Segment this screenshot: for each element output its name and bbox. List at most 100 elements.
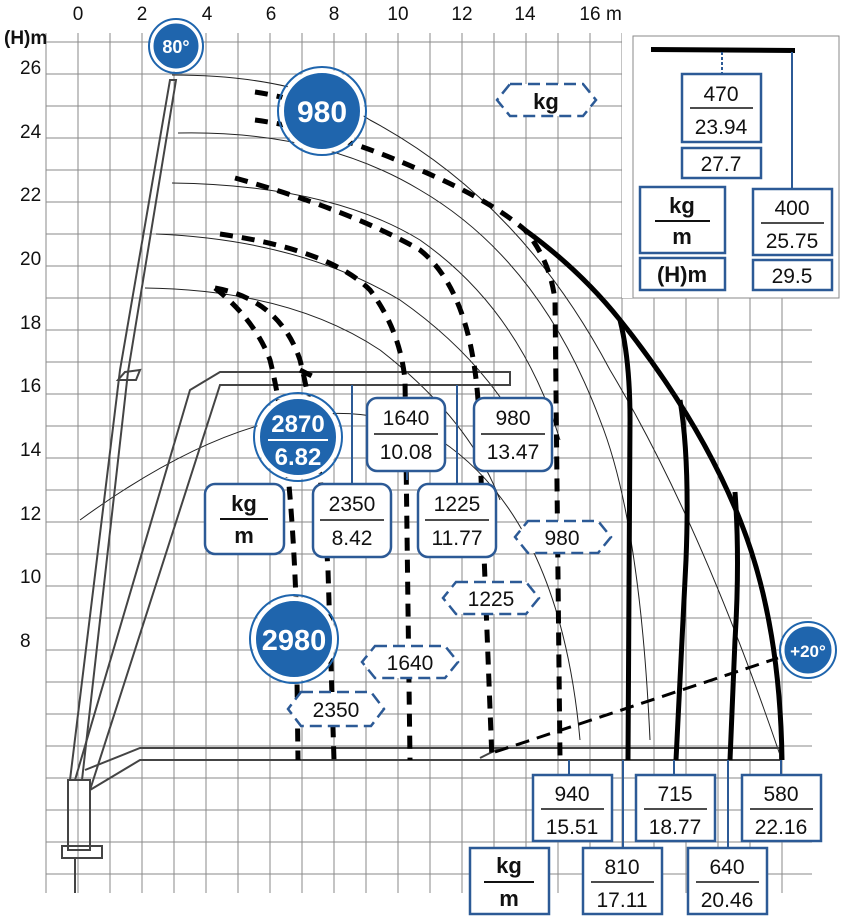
ext-box: 940 15.51 — [531, 773, 614, 843]
inset-diagram: 470 23.94 27.7 kg m (H)m 400 25.75 29.5 — [638, 47, 834, 292]
hex-label: 980 — [513, 519, 613, 555]
bottom-load-badge: 2980 — [249, 594, 339, 684]
x-tick: 0 — [73, 4, 84, 25]
hex-outline — [360, 644, 460, 680]
x-unit: m — [606, 4, 622, 25]
load-kg: 640 — [709, 856, 744, 879]
solid-curves — [523, 227, 785, 761]
reach-m: 11.77 — [432, 527, 483, 550]
reach-m: 22.16 — [755, 816, 808, 839]
hex-label: 2350 — [286, 690, 386, 728]
x-tick: 10 — [387, 4, 408, 25]
y-tick: 26 — [20, 58, 41, 79]
x-tick: 14 — [514, 4, 536, 25]
outer-envelope — [523, 227, 785, 761]
y-tick: 10 — [20, 567, 41, 588]
inset-legend-box — [638, 256, 727, 292]
reach-m: 15.51 — [546, 816, 599, 839]
angle-min: +20° — [790, 642, 826, 661]
badge-ring — [249, 594, 339, 684]
x-tick: 2 — [137, 4, 148, 25]
load-kg: 940 — [554, 783, 589, 806]
y-tick: 8 — [20, 631, 31, 652]
inset-right-kg: 400 — [774, 197, 809, 220]
kg-m-legend-bottom: kg m — [468, 846, 551, 916]
box-frame — [531, 773, 614, 843]
x-tick: 8 — [329, 4, 340, 25]
solid-curve — [727, 491, 740, 761]
box-frame — [581, 846, 664, 916]
inset-right-h: 29.5 — [772, 265, 813, 288]
legend-kg: kg — [533, 89, 559, 114]
ext-box: 810 17.11 — [581, 846, 664, 916]
x-tick: 12 — [451, 4, 472, 25]
kg-m-legend: kg m — [203, 482, 286, 556]
y-tick: 14 — [20, 440, 42, 461]
solid-curve — [617, 319, 633, 761]
y-tick: 22 — [20, 185, 41, 206]
inset-left-m: 23.94 — [695, 116, 748, 139]
hex-value: 980 — [544, 527, 579, 550]
inset-unit-m: m — [672, 224, 692, 249]
badge-circle — [781, 623, 835, 677]
solid-curve — [673, 399, 690, 761]
hex-value: 2350 — [313, 699, 360, 722]
badge-ring — [253, 392, 343, 482]
x-tick: 16 — [579, 4, 600, 25]
badge-ring — [148, 18, 204, 74]
badge-ring — [277, 66, 367, 156]
bottom-load: 2980 — [262, 625, 327, 657]
legend-unit-m: m — [499, 886, 519, 911]
legend-unit-kg: kg — [231, 491, 257, 516]
angle-max: 80° — [162, 37, 189, 57]
badge-ring — [779, 621, 837, 679]
hex-outline — [495, 82, 598, 118]
callout-lines — [351, 385, 782, 848]
legend-unit-m: m — [234, 523, 254, 548]
inset-boom — [651, 47, 795, 53]
y-tick: 16 — [20, 376, 41, 397]
crane-column — [67, 779, 91, 851]
load-kg: 1225 — [434, 493, 481, 516]
ext-box: 715 18.77 — [634, 773, 717, 843]
load-kg: 980 — [495, 407, 530, 430]
boom-extension — [479, 747, 501, 759]
reach-m: 18.77 — [649, 816, 702, 839]
inset-frame — [632, 35, 840, 299]
dashed-curve — [213, 286, 301, 761]
jib-box: 1225 11.77 — [416, 482, 498, 559]
y-tick: 18 — [20, 313, 41, 334]
angle-20-line — [494, 656, 779, 754]
dashed-curve — [254, 89, 301, 105]
badge-circle — [280, 69, 364, 153]
inset-left-kg: 470 — [703, 83, 738, 106]
dashed-curve — [219, 231, 413, 761]
hex-value: 1640 — [387, 652, 434, 675]
load-kg: 580 — [763, 783, 798, 806]
hex-outline — [513, 519, 613, 555]
jib-box: 980 13.47 — [472, 396, 554, 473]
inset-box — [680, 146, 763, 180]
reach-m: 17.11 — [597, 889, 648, 912]
mid-load-badge: 2870 6.82 — [253, 392, 343, 482]
y-tick: 20 — [20, 249, 41, 270]
inset-unit-h: (H)m — [657, 262, 707, 287]
ext-box: 580 22.16 — [740, 773, 823, 843]
load-kg: 715 — [657, 783, 692, 806]
badge-circle — [150, 20, 202, 72]
crane-base — [61, 845, 103, 859]
mid-reach: 6.82 — [275, 444, 322, 471]
load-kg: 2350 — [329, 493, 376, 516]
inset-box — [751, 258, 834, 292]
y-tick: 12 — [20, 504, 41, 525]
hex-label: 1640 — [360, 644, 460, 680]
legend-unit-kg: kg — [496, 853, 522, 878]
inset-right-m: 25.75 — [766, 230, 819, 253]
reach-m: 13.47 — [487, 441, 540, 464]
arc — [171, 182, 561, 441]
hex-outline — [441, 580, 541, 616]
mid-load: 2870 — [271, 411, 324, 438]
dashed-curve — [234, 175, 495, 761]
boom-mid — [74, 371, 511, 791]
